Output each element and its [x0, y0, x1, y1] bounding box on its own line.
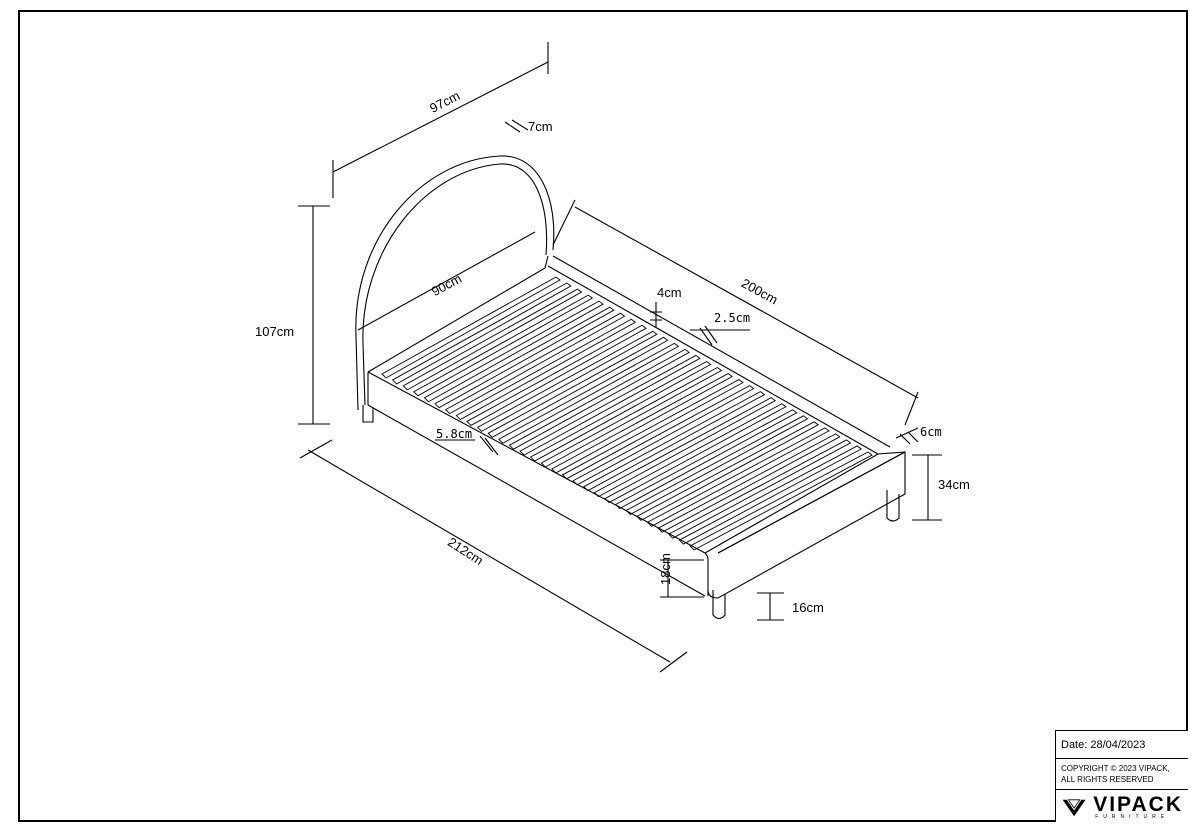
slat [668, 439, 852, 539]
slat [434, 306, 615, 409]
slat [455, 318, 637, 421]
dim-107-line [298, 205, 330, 425]
slat [508, 348, 690, 450]
date-field: Date: 28/04/2023 [1056, 731, 1188, 759]
leg-front-left [712, 590, 726, 620]
slat [466, 324, 647, 427]
title-block: Date: 28/04/2023 COPYRIGHT © 2023 VIPACK… [1055, 730, 1188, 822]
slat [689, 451, 873, 551]
brand-subtitle: FURNITURE [1095, 814, 1170, 820]
slat [583, 391, 766, 492]
frame-right-inner [547, 265, 879, 455]
dim-34-line [912, 454, 942, 521]
dim-label-34: 34cm [938, 477, 970, 492]
copyright-field: COPYRIGHT © 2023 VIPACK, ALL RIGHTS RESE… [1056, 759, 1188, 790]
slat [657, 433, 841, 533]
headboard-outer-arch [355, 155, 555, 337]
front-rail-bottom [367, 404, 706, 597]
dim-label-90: 90cm [429, 271, 464, 299]
dim-4-line [650, 302, 662, 328]
leg-front-right [886, 490, 900, 522]
dim-2.5-line [690, 325, 750, 346]
slat [678, 445, 863, 545]
slat [561, 379, 744, 480]
drawing-sheet-border [18, 10, 1188, 822]
slat [476, 330, 658, 432]
slat [402, 288, 583, 391]
dim-97-line [332, 42, 549, 198]
dim-90-line [357, 231, 536, 331]
vipack-v-logo-icon [1062, 798, 1086, 816]
slat [572, 385, 755, 486]
copyright-line-1: COPYRIGHT © 2023 VIPACK, [1061, 764, 1170, 773]
slat [614, 409, 798, 510]
slat [540, 366, 723, 468]
dim-label-18: 18cm [658, 553, 673, 585]
slat [391, 282, 572, 385]
slat [551, 373, 733, 474]
slat [593, 397, 777, 498]
dim-label-5.8: 5.8cm [436, 427, 472, 441]
slat [636, 421, 820, 521]
brand-name: VIPACK [1093, 793, 1183, 816]
dim-label-4: 4cm [657, 285, 682, 300]
dim-18-line [660, 559, 704, 598]
dim-label-16: 16cm [792, 600, 824, 615]
front-rail-top [367, 371, 706, 554]
frame-back-inner [544, 255, 549, 269]
headboard-inner-arch [362, 163, 548, 345]
copyright-line-2: ALL RIGHTS RESERVED [1061, 775, 1154, 784]
frame-left-inner [367, 267, 546, 373]
headboard-post [355, 335, 366, 411]
bed-slats [381, 276, 873, 551]
dim-label-97: 97cm [427, 88, 462, 116]
dim-label-200: 200cm [739, 275, 780, 307]
leg-back-left [362, 405, 374, 423]
slat [625, 415, 809, 515]
dim-16-line [757, 592, 784, 621]
dim-label-6: 6cm [920, 425, 942, 439]
dim-200-line [552, 199, 919, 426]
slat [444, 312, 626, 415]
dim-label-107: 107cm [255, 324, 294, 339]
dim-label-7: 7cm [528, 119, 553, 134]
dim-212-line [299, 439, 688, 673]
slat [498, 342, 680, 444]
footboard-front [704, 451, 906, 599]
dim-7-line [504, 119, 529, 133]
dim-6-line [895, 427, 919, 445]
dim-label-212: 212cm [445, 534, 486, 568]
brand-logo: VIPACK FURNITURE [1056, 790, 1188, 823]
dim-5.8-line [435, 435, 499, 456]
dim-label-2.5: 2.5cm [714, 311, 750, 325]
slat [519, 354, 701, 456]
slat [423, 300, 604, 403]
frame-right-top [552, 255, 891, 448]
slat [604, 403, 787, 504]
slat [413, 294, 594, 397]
slat [487, 336, 669, 438]
slat [529, 360, 712, 462]
slat [381, 276, 561, 379]
slat [646, 427, 830, 527]
